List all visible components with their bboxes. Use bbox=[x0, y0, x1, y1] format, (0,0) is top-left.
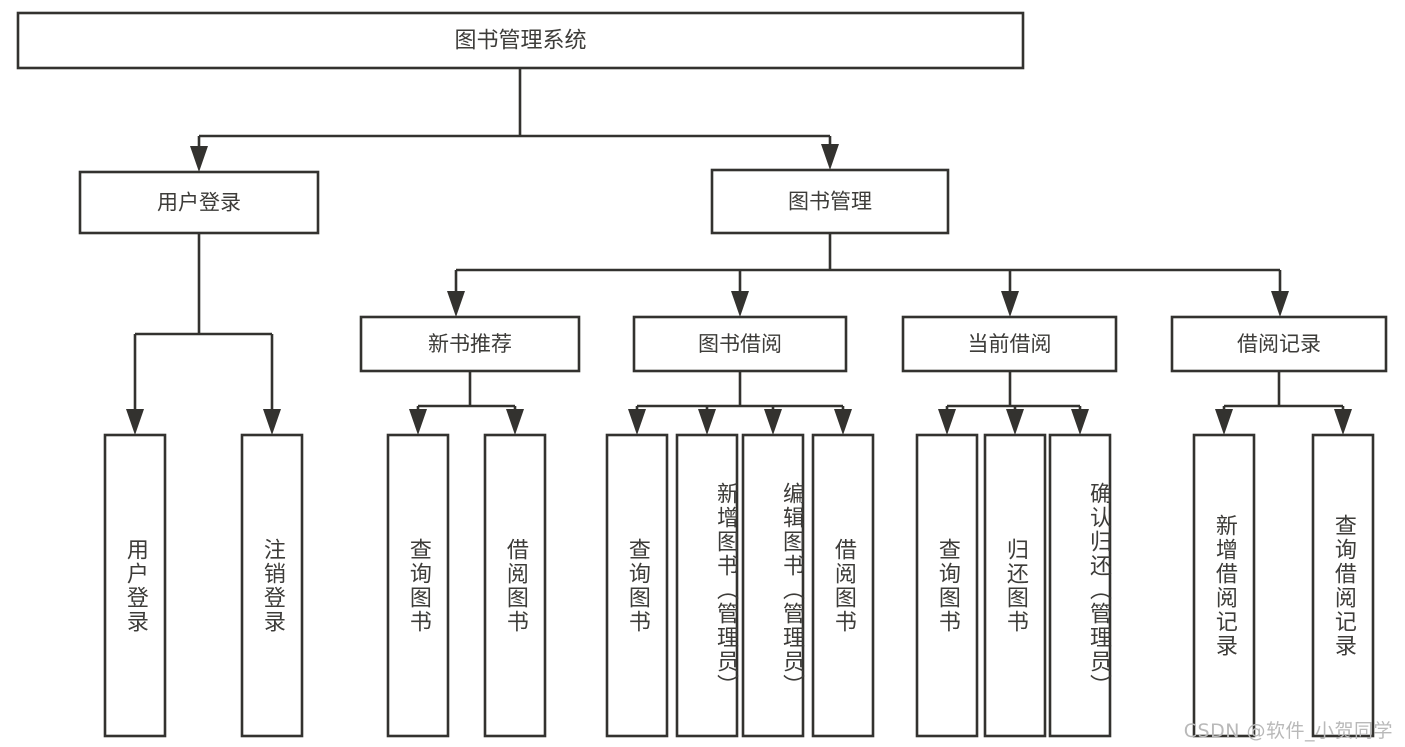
node-level3-0-label: 新书推荐 bbox=[428, 332, 512, 356]
node-level3-3[interactable] bbox=[1170, 315, 1388, 373]
watermark-text: CSDN @软件_小贺同学 bbox=[1183, 720, 1393, 742]
group-1-arm-3-head bbox=[834, 409, 852, 435]
node-level2-0-rect bbox=[78, 170, 320, 235]
root-arm-1-head bbox=[821, 144, 839, 170]
login-arm-0-head bbox=[126, 409, 144, 435]
node-leaf-2-rect bbox=[386, 433, 450, 738]
manage-arm-0-head bbox=[447, 291, 465, 317]
node-leaf-8[interactable] bbox=[915, 433, 979, 738]
node-leaf-7-rect bbox=[811, 433, 875, 738]
node-leaf-1-rect bbox=[240, 433, 304, 738]
node-level2-1-label: 图书管理 bbox=[788, 190, 872, 214]
node-leaf-1[interactable] bbox=[240, 433, 304, 738]
node-level3-3-label: 借阅记录 bbox=[1237, 332, 1321, 356]
group-3-arm-1-head bbox=[1334, 409, 1352, 435]
group-2-arm-2-head bbox=[1071, 409, 1089, 435]
node-leaf-10-rect bbox=[1048, 433, 1112, 738]
manage-arm-1-head bbox=[731, 291, 749, 317]
node-level3-3-rect bbox=[1170, 315, 1388, 373]
node-level2-1[interactable] bbox=[710, 168, 950, 235]
group-2-arm-1-head bbox=[1006, 409, 1024, 435]
group-1-arm-2-head bbox=[764, 409, 782, 435]
node-leaf-9-rect bbox=[983, 433, 1047, 738]
node-root[interactable] bbox=[16, 11, 1025, 70]
node-level3-1[interactable] bbox=[632, 315, 848, 373]
node-leaf-7[interactable] bbox=[811, 433, 875, 738]
node-root-label: 图书管理系统 bbox=[454, 29, 586, 54]
group-2-arm-0-head bbox=[938, 409, 956, 435]
node-level2-0-label: 用户登录 bbox=[157, 191, 241, 215]
node-leaf-5-rect bbox=[675, 433, 739, 738]
manage-arm-2-head bbox=[1001, 291, 1019, 317]
root-arm-0-head bbox=[190, 146, 208, 172]
node-leaf-2[interactable] bbox=[386, 433, 450, 738]
login-arm-1-head bbox=[263, 409, 281, 435]
node-leaf-0-rect bbox=[103, 433, 167, 738]
node-level3-2-label: 当前借阅 bbox=[968, 332, 1052, 356]
node-leaf-11[interactable] bbox=[1192, 433, 1256, 738]
node-level3-1-label: 图书借阅 bbox=[698, 332, 782, 356]
node-level3-2-rect bbox=[901, 315, 1118, 373]
node-level3-2[interactable] bbox=[901, 315, 1118, 373]
node-level2-0[interactable] bbox=[78, 170, 320, 235]
node-level3-0-rect bbox=[359, 315, 581, 373]
node-leaf-0[interactable] bbox=[103, 433, 167, 738]
node-level3-1-rect bbox=[632, 315, 848, 373]
node-leaf-4[interactable] bbox=[605, 433, 669, 738]
node-leaf-11-rect bbox=[1192, 433, 1256, 738]
group-0-arm-1-head bbox=[506, 409, 524, 435]
node-leaf-8-rect bbox=[915, 433, 979, 738]
node-leaf-6[interactable] bbox=[741, 433, 805, 738]
node-leaf-4-rect bbox=[605, 433, 669, 738]
node-leaf-9[interactable] bbox=[983, 433, 1047, 738]
node-leaf-10[interactable] bbox=[1048, 433, 1112, 738]
node-leaf-5[interactable] bbox=[675, 433, 739, 738]
node-leaf-6-rect bbox=[741, 433, 805, 738]
node-leaf-12[interactable] bbox=[1311, 433, 1375, 738]
manage-arm-3-head bbox=[1271, 291, 1289, 317]
group-3-arm-0-head bbox=[1215, 409, 1233, 435]
node-leaf-3-rect bbox=[483, 433, 547, 738]
group-0-arm-0-head bbox=[409, 409, 427, 435]
node-level2-1-rect bbox=[710, 168, 950, 235]
node-leaf-12-rect bbox=[1311, 433, 1375, 738]
group-1-arm-0-head bbox=[628, 409, 646, 435]
connector-layer bbox=[126, 68, 1352, 435]
node-root-rect bbox=[16, 11, 1025, 70]
node-leaf-3[interactable] bbox=[483, 433, 547, 738]
group-1-arm-1-head bbox=[698, 409, 716, 435]
node-level3-0[interactable] bbox=[359, 315, 581, 373]
node-box-layer bbox=[16, 11, 1388, 738]
